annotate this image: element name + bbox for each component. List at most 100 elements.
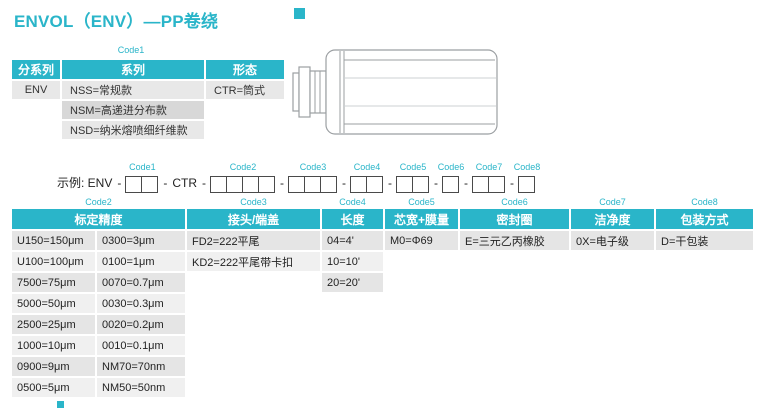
code-box <box>518 176 536 193</box>
cell: D=干包装 <box>656 231 753 250</box>
cell: 20=20' <box>322 273 383 292</box>
code-group-8: Code8 <box>514 162 540 193</box>
title-accent-square <box>294 8 305 19</box>
cell <box>460 357 569 376</box>
code-group-label: Code7 <box>475 162 503 172</box>
header-cell-cleanliness: 洁净度 <box>571 209 654 229</box>
cell <box>385 357 458 376</box>
cell: 10=10' <box>322 252 383 271</box>
cell-series: NSS=常规款 <box>62 81 204 99</box>
cell: 1000=10μm <box>12 336 95 355</box>
spec-code-label-row: Code2 Code3 Code4 Code5 Code6 Code7 Code… <box>12 196 753 207</box>
code-box <box>412 176 430 193</box>
example-fixed-code: CTR <box>172 176 198 190</box>
code-group-label: Code1 <box>129 162 156 172</box>
code-box <box>226 176 244 193</box>
cell <box>385 273 458 292</box>
cell <box>187 294 320 313</box>
dash-separator: - <box>434 176 439 190</box>
cell <box>656 378 753 397</box>
code1-label: Code1 <box>117 45 145 55</box>
cell <box>385 294 458 313</box>
table-row: NSM=高递进分布款 <box>12 101 284 119</box>
cell-subseries: ENV <box>12 81 60 99</box>
cell: M0=Φ69 <box>385 231 458 250</box>
cell: 0100=1μm <box>97 252 185 271</box>
cell: 0X=电子级 <box>571 231 654 250</box>
cell: U150=150μm <box>12 231 95 250</box>
cell: FD2=222平尾 <box>187 231 320 250</box>
order-code-example: 示例: ENV - Code1 - CTR - Code2 - Code3 - … <box>57 156 540 193</box>
code-group-4: Code4 <box>350 162 384 193</box>
header-cell-subseries: 分系列 <box>12 60 60 79</box>
cell <box>460 252 569 271</box>
code-group-label: Code4 <box>353 162 381 172</box>
cell-form <box>206 101 284 119</box>
code-box <box>141 176 159 193</box>
cell: 2500=25μm <box>12 315 95 334</box>
cell <box>571 357 654 376</box>
cell <box>656 315 753 334</box>
dash-separator: - <box>388 176 393 190</box>
cell: E=三元乙丙橡胶 <box>460 231 569 250</box>
header-cell-length: 长度 <box>322 209 383 229</box>
code-box <box>304 176 322 193</box>
code-box <box>472 176 490 193</box>
filter-cartridge-illustration <box>292 49 498 135</box>
cell <box>322 336 383 355</box>
cell <box>571 378 654 397</box>
cell <box>187 273 320 292</box>
code-label: Code2 <box>85 196 112 207</box>
code-group-label: Code3 <box>299 162 327 172</box>
cell: 0020=0.2μm <box>97 315 185 334</box>
cell <box>571 294 654 313</box>
cell <box>460 273 569 292</box>
cell <box>322 378 383 397</box>
series-table-header-row: 分系列 系列 形态 <box>12 60 284 79</box>
cell <box>656 357 753 376</box>
cell <box>322 315 383 334</box>
header-cell-core: 芯宽+膜量 <box>385 209 458 229</box>
code-label: Code5 <box>408 196 435 207</box>
code-box <box>242 176 260 193</box>
dash-separator: - <box>510 176 515 190</box>
cell <box>187 336 320 355</box>
spec-header-row: 标定精度 接头/端盖 长度 芯宽+膜量 密封圈 洁净度 包装方式 <box>12 209 753 229</box>
cell <box>187 378 320 397</box>
example-prefix: 示例: ENV <box>57 176 113 190</box>
dash-separator: - <box>464 176 469 190</box>
spec-table: Code2 Code3 Code4 Code5 Code6 Code7 Code… <box>10 194 755 399</box>
code-group-1: Code1 <box>125 162 159 193</box>
code-box <box>396 176 414 193</box>
code-label: Code4 <box>339 196 366 207</box>
cell-subseries <box>12 121 60 139</box>
code-box <box>366 176 384 193</box>
footer-accent-square <box>57 401 64 408</box>
cell <box>571 273 654 292</box>
cell: 0900=9μm <box>12 357 95 376</box>
table-row: NSD=纳米熔喷细纤维款 <box>12 121 284 139</box>
header-cell-endcap: 接头/端盖 <box>187 209 320 229</box>
cell: U100=100μm <box>12 252 95 271</box>
code-group-3: Code3 <box>288 162 338 193</box>
cell: NM50=50nm <box>97 378 185 397</box>
cell-series: NSM=高递进分布款 <box>62 101 204 119</box>
code-box <box>442 176 460 193</box>
code-box <box>350 176 368 193</box>
cell-series: NSD=纳米熔喷细纤维款 <box>62 121 204 139</box>
code-group-label: Code2 <box>229 162 257 172</box>
dash-separator: - <box>342 176 347 190</box>
dash-separator: - <box>117 176 122 190</box>
cell: KD2=222平尾带卡扣 <box>187 252 320 271</box>
cell <box>460 315 569 334</box>
cell <box>571 252 654 271</box>
code-label: Code8 <box>691 196 718 207</box>
code-box <box>125 176 143 193</box>
cell <box>385 336 458 355</box>
